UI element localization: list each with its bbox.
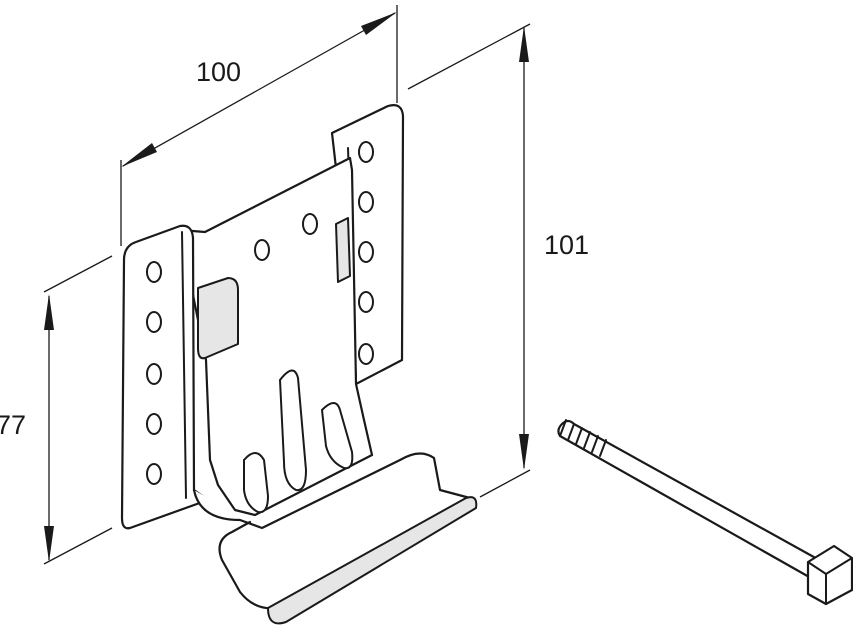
dimension-height-overall: 101 [407,23,589,498]
bolt-head [806,544,853,606]
bracket-slot-recess [197,277,239,360]
slot-right [320,402,354,470]
dimension-width: 100 [120,5,398,246]
hole [146,413,162,435]
rear-flange-holes [358,141,374,365]
dimension-label-height: 101 [544,230,589,260]
dimension-label-plate: 77 [0,410,26,440]
bracket-side-tab [335,217,351,283]
extension-line-bottom [479,469,531,498]
bolt-head-edges [807,557,853,605]
bracket [120,104,478,625]
arrow-head-plate-top [44,294,54,330]
arrow-head-bottom [519,434,529,470]
bracket-front-flange [120,224,210,530]
slot-center [278,369,308,492]
extension-line-top [407,23,531,90]
front-flange-fold-line [181,231,187,499]
hole [358,291,374,313]
dimension-label-width: 100 [196,57,241,87]
hole [358,191,374,213]
hole [302,213,318,235]
dimension-height-plate: 77 [0,255,113,565]
hole [146,261,162,283]
bracket-bottom-lip [267,496,478,625]
bolt-shank [557,419,832,584]
hole [146,463,162,485]
arrow-head-right [361,12,397,35]
extension-line-plate-bottom [43,527,113,565]
bolt [557,419,853,606]
front-flange-holes [146,261,162,485]
back-plate-holes [254,213,318,261]
dimension-line-width [122,12,396,167]
arrow-head-left [121,143,157,167]
hole [358,141,374,163]
hole [254,239,270,261]
arrow-head-top [519,26,529,62]
extension-line-plate-top [43,255,113,293]
hole [358,241,374,263]
arrow-head-plate-bottom [44,526,54,562]
hole [358,343,374,365]
hole [146,363,162,385]
bolt-thread [559,419,607,457]
hole [146,311,162,333]
slot-left [243,452,270,514]
